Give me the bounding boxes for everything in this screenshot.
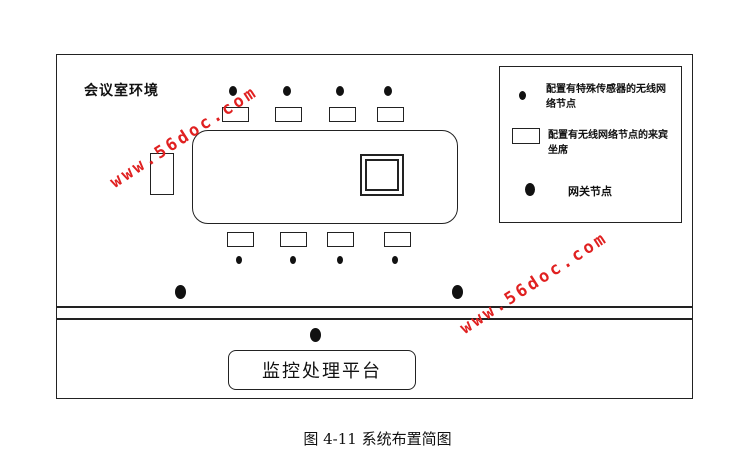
guest-seat [329, 107, 356, 122]
guest-seat [280, 232, 307, 247]
sensor-node [336, 86, 344, 96]
gateway-node [310, 328, 321, 342]
sensor-node [392, 256, 398, 264]
legend-seat-icon [512, 128, 540, 144]
sensor-node [290, 256, 296, 264]
figure-caption: 图 4-11 系统布置简图 [303, 430, 452, 448]
guest-seat [275, 107, 302, 122]
legend-sensor-icon [519, 91, 526, 100]
conference-table [192, 130, 458, 224]
legend-box [499, 66, 682, 223]
sensor-node [337, 256, 343, 264]
room-frame [56, 54, 693, 399]
room-title: 会议室环境 [84, 83, 159, 99]
sensor-node [384, 86, 392, 96]
legend-gateway-icon [525, 183, 535, 196]
guest-seat [222, 107, 249, 122]
legend-gateway-label: 网关节点 [568, 185, 612, 198]
guest-seat [227, 232, 254, 247]
divider-line-upper [56, 306, 693, 308]
monitoring-platform: 监控处理平台 [228, 350, 416, 390]
guest-seat [327, 232, 354, 247]
guest-seat [384, 232, 411, 247]
gateway-node [175, 285, 186, 299]
legend-seat-label: 配置有无线网络节点的来宾坐席 [548, 130, 668, 156]
display-device-screen [365, 159, 399, 191]
guest-seat [377, 107, 404, 122]
sensor-node [283, 86, 291, 96]
legend-sensor-label: 配置有特殊传感器的无线网络节点 [546, 84, 666, 110]
gateway-node [452, 285, 463, 299]
sensor-node [236, 256, 242, 264]
guest-seat-side [150, 153, 174, 195]
divider-line-lower [56, 318, 693, 320]
sensor-node [229, 86, 237, 96]
